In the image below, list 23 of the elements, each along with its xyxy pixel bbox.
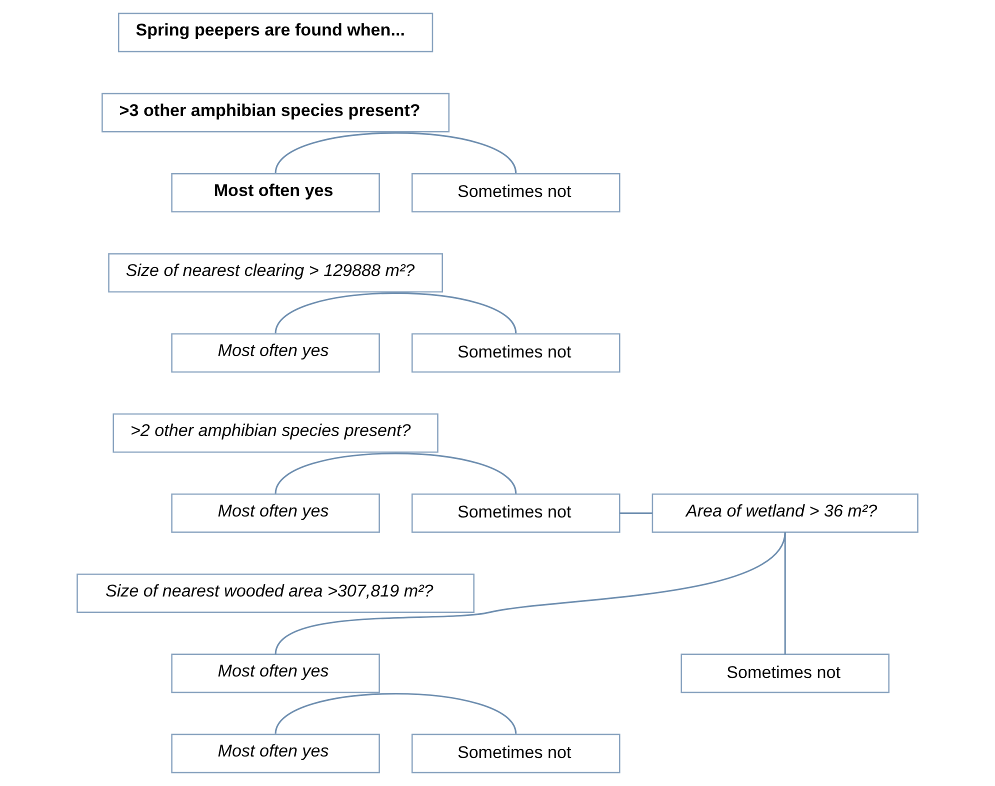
node-box: Most often yes (171, 333, 380, 373)
node-box: Sometimes not (411, 333, 620, 373)
connector (274, 532, 786, 655)
node-box: Spring peepers are found when... (118, 12, 434, 52)
connector (274, 452, 517, 494)
node-box: >3 other amphibian species present? (102, 92, 450, 132)
node-box: >2 other amphibian species present? (112, 413, 438, 453)
node-box: Sometimes not (680, 654, 890, 694)
node-box: Most often yes (171, 734, 380, 774)
node-box: Size of nearest wooded area >307,819 m²? (76, 574, 475, 613)
connector (784, 532, 786, 654)
connector (274, 693, 517, 734)
node-box: Sometimes not (411, 493, 620, 533)
node-box: Most often yes (171, 654, 380, 694)
node-box: Size of nearest clearing > 129888 m²? (108, 253, 443, 293)
node-box: Sometimes not (411, 173, 620, 212)
node-box: Sometimes not (411, 734, 620, 774)
connector (274, 132, 517, 174)
node-box: Most often yes (171, 493, 380, 533)
node-box: Area of wetland > 36 m²? (652, 493, 918, 533)
node-box: Most often yes (171, 173, 380, 212)
connector (274, 292, 517, 334)
connector (620, 512, 652, 514)
